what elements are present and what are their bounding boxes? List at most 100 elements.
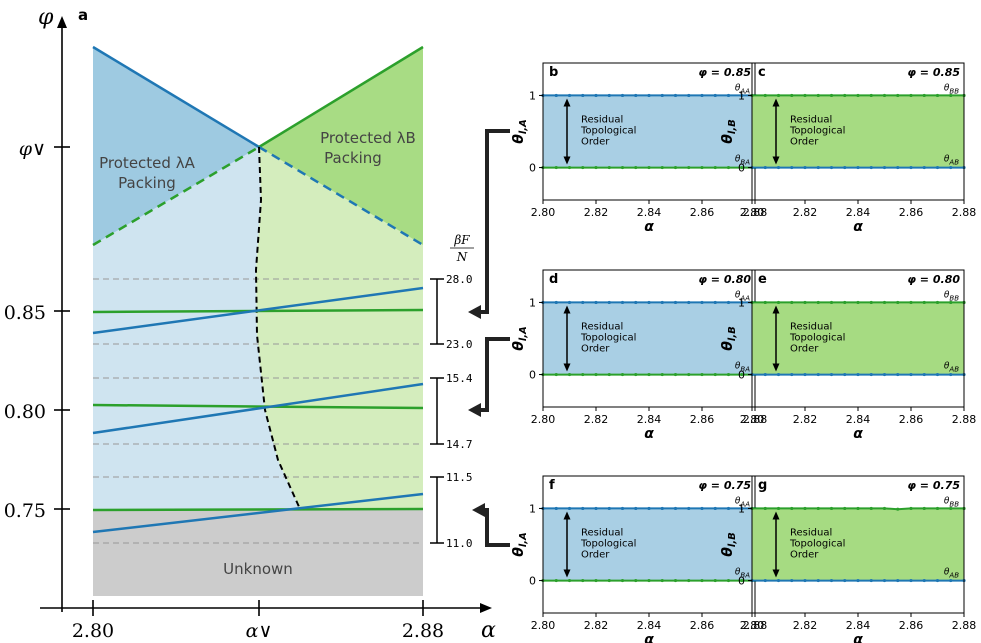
data-point bbox=[740, 372, 744, 377]
data-point bbox=[909, 372, 913, 377]
region-light-blue bbox=[93, 147, 300, 509]
data-point bbox=[896, 372, 900, 377]
data-point bbox=[620, 372, 625, 377]
data-point bbox=[594, 506, 598, 511]
data-point bbox=[620, 300, 625, 305]
data-point bbox=[726, 300, 731, 305]
data-point bbox=[869, 165, 873, 170]
data-point bbox=[949, 165, 953, 170]
data-point bbox=[896, 93, 900, 98]
data-point bbox=[634, 165, 638, 170]
data-point bbox=[856, 372, 860, 377]
data-point bbox=[803, 372, 807, 377]
x-tick-label: 2.82 bbox=[584, 206, 609, 219]
data-point bbox=[673, 300, 678, 305]
data-point bbox=[687, 300, 691, 305]
region-protected-a bbox=[93, 47, 259, 245]
data-point bbox=[882, 165, 887, 170]
data-point bbox=[713, 300, 717, 305]
data-point bbox=[803, 93, 807, 98]
data-point bbox=[763, 93, 767, 98]
data-point bbox=[554, 93, 558, 98]
x-tick-label: 2.84 bbox=[637, 619, 662, 632]
data-point bbox=[567, 578, 572, 583]
x-tick-label: 2.86 bbox=[690, 619, 715, 632]
data-point bbox=[660, 506, 664, 511]
data-point bbox=[776, 93, 781, 98]
inner-text-line: Order bbox=[790, 343, 819, 354]
data-point bbox=[567, 165, 572, 170]
data-point bbox=[740, 578, 744, 583]
bracket-bottom-value: 11.0 bbox=[446, 537, 473, 550]
data-point bbox=[776, 506, 781, 511]
y-tick-label: 1 bbox=[738, 296, 745, 309]
data-point bbox=[673, 372, 678, 377]
data-point bbox=[803, 506, 807, 511]
data-point bbox=[713, 165, 717, 170]
data-point bbox=[740, 93, 744, 98]
x-axis-arrowhead bbox=[480, 603, 492, 613]
series-label-top: θBB bbox=[944, 290, 959, 302]
free-energy-numerator: βF bbox=[453, 233, 470, 247]
boundary-green-dashed bbox=[92, 145, 260, 247]
data-point bbox=[776, 300, 781, 305]
data-point bbox=[882, 506, 887, 511]
order-band bbox=[752, 508, 964, 581]
y-axis-arrowhead bbox=[57, 16, 67, 28]
series-label-top: θAA bbox=[735, 83, 750, 95]
data-point bbox=[790, 372, 794, 377]
data-point bbox=[607, 300, 611, 305]
data-point bbox=[829, 578, 834, 583]
arrow-from-075 bbox=[484, 508, 510, 547]
x-tick-label: 2.80 bbox=[740, 619, 765, 632]
inner-text-line: Order bbox=[790, 549, 819, 560]
data-point bbox=[594, 165, 598, 170]
inner-text-line: Topological bbox=[789, 332, 845, 343]
arrowhead-080 bbox=[468, 403, 481, 417]
data-point bbox=[869, 372, 873, 377]
data-point bbox=[700, 506, 704, 511]
unknown-region bbox=[93, 509, 423, 596]
data-point bbox=[660, 372, 664, 377]
x-tick-label: 2.80 bbox=[72, 620, 114, 642]
data-point bbox=[949, 578, 953, 583]
x-axis-label: α bbox=[644, 219, 654, 235]
inner-text-line: Residual bbox=[581, 527, 623, 538]
data-point bbox=[554, 506, 558, 511]
y-axis-label: θl,B bbox=[720, 119, 738, 143]
inner-text-line: Topological bbox=[789, 125, 845, 136]
x-tick-label: 2.80 bbox=[531, 413, 556, 426]
inner-text-line: Topological bbox=[580, 332, 636, 343]
data-point bbox=[567, 300, 572, 305]
data-point bbox=[763, 372, 767, 377]
data-point bbox=[909, 93, 913, 98]
range-arrow-head-bottom bbox=[772, 363, 780, 372]
range-arrow-head-top bbox=[772, 511, 780, 520]
data-point bbox=[713, 93, 717, 98]
data-point bbox=[726, 578, 731, 583]
data-point bbox=[869, 506, 873, 511]
y-tick-label: 0 bbox=[738, 369, 745, 382]
data-point bbox=[763, 578, 767, 583]
y-tick-label: 0 bbox=[529, 369, 536, 382]
bracket-top-value: 15.4 bbox=[446, 372, 473, 385]
inner-text-line: Order bbox=[790, 136, 819, 147]
data-point bbox=[620, 165, 625, 170]
data-point bbox=[554, 300, 558, 305]
data-point bbox=[869, 578, 873, 583]
x-tick-label: 2.88 bbox=[743, 206, 768, 219]
order-band bbox=[752, 95, 964, 168]
inner-text-line: Topological bbox=[789, 538, 845, 549]
y-tick-label: 0 bbox=[738, 575, 745, 588]
series-label-bottom: θBA bbox=[735, 155, 750, 167]
x-axis-label: α bbox=[644, 426, 654, 442]
data-point bbox=[660, 300, 664, 305]
data-point bbox=[581, 165, 585, 170]
inner-text-line: Order bbox=[581, 136, 610, 147]
x-tick-label: 2.84 bbox=[846, 619, 871, 632]
inner-text-line: Topological bbox=[580, 538, 636, 549]
data-point bbox=[790, 506, 794, 511]
series-label-bottom: θAB bbox=[944, 155, 959, 167]
bracket-top-value: 28.0 bbox=[446, 273, 473, 286]
order-band bbox=[543, 508, 755, 581]
